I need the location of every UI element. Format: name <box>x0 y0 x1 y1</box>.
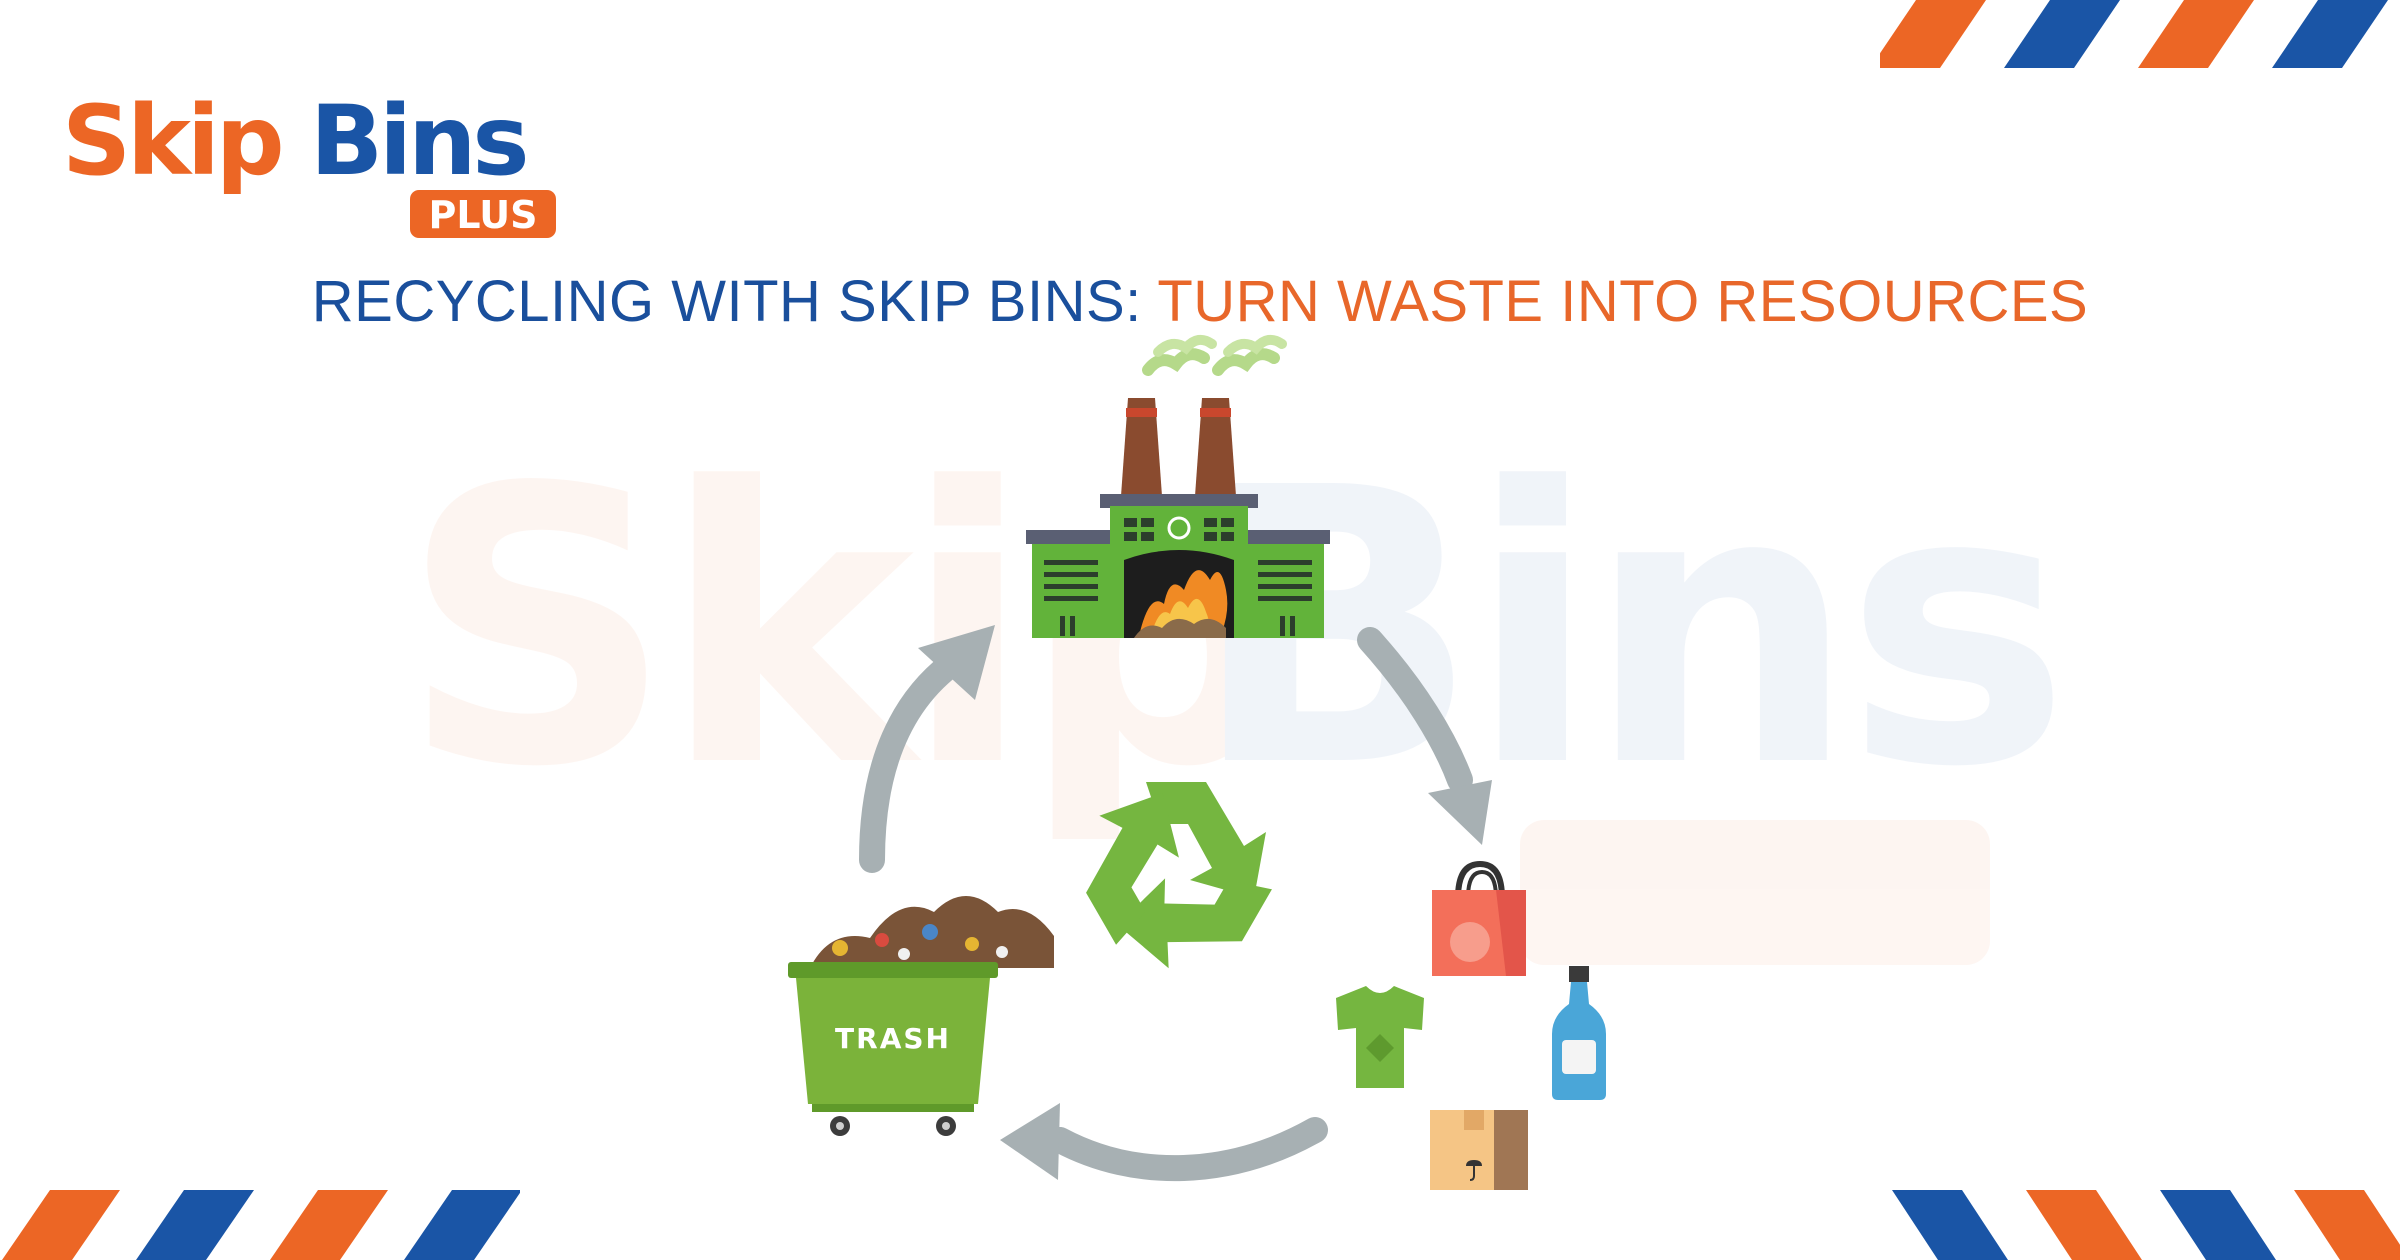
cycle-arrows <box>859 627 1473 1182</box>
logo-word-bins: Bins <box>310 85 526 197</box>
arrowhead-products <box>1428 780 1492 845</box>
recycle-symbol-icon <box>1086 782 1272 969</box>
cardboard-box-icon <box>1430 1110 1528 1190</box>
cycle-arrow-heads <box>918 625 1492 1180</box>
bottom-right-stripes <box>1892 1190 2400 1260</box>
shopping-bag-icon <box>1432 860 1526 976</box>
logo-plus-badge <box>410 190 556 238</box>
title-part-orange: TURN WASTE INTO RESOURCES <box>1157 269 2089 334</box>
top-right-stripes <box>1880 0 2388 68</box>
arrow-bin-to-factory <box>859 652 963 873</box>
logo-word-skip: Skip <box>62 85 281 197</box>
logo-word-plus: PLUS <box>429 193 538 237</box>
arrowhead-bin <box>1000 1103 1060 1180</box>
title-part-blue: RECYCLING WITH SKIP BINS: <box>311 269 1158 334</box>
arrow-products-to-bin <box>1047 1117 1328 1182</box>
skipbins-plus-logo[interactable]: Skip Bins PLUS <box>58 70 578 250</box>
arrowhead-factory <box>918 625 995 700</box>
factory-icon <box>1026 334 1330 638</box>
watermark-bins: Bins <box>1190 407 2059 850</box>
bottle-icon <box>1552 966 1606 1100</box>
tshirt-icon <box>1336 986 1424 1088</box>
bottom-left-stripes <box>2 1190 520 1260</box>
trash-bin-icon: TRASH <box>788 896 1054 1136</box>
logo-watermark: Skip Bins <box>400 407 2071 965</box>
trash-label: TRASH <box>835 1022 951 1055</box>
arrow-factory-to-products <box>1357 627 1473 793</box>
page-title: RECYCLING WITH SKIP BINS: TURN WASTE INT… <box>0 262 2400 342</box>
